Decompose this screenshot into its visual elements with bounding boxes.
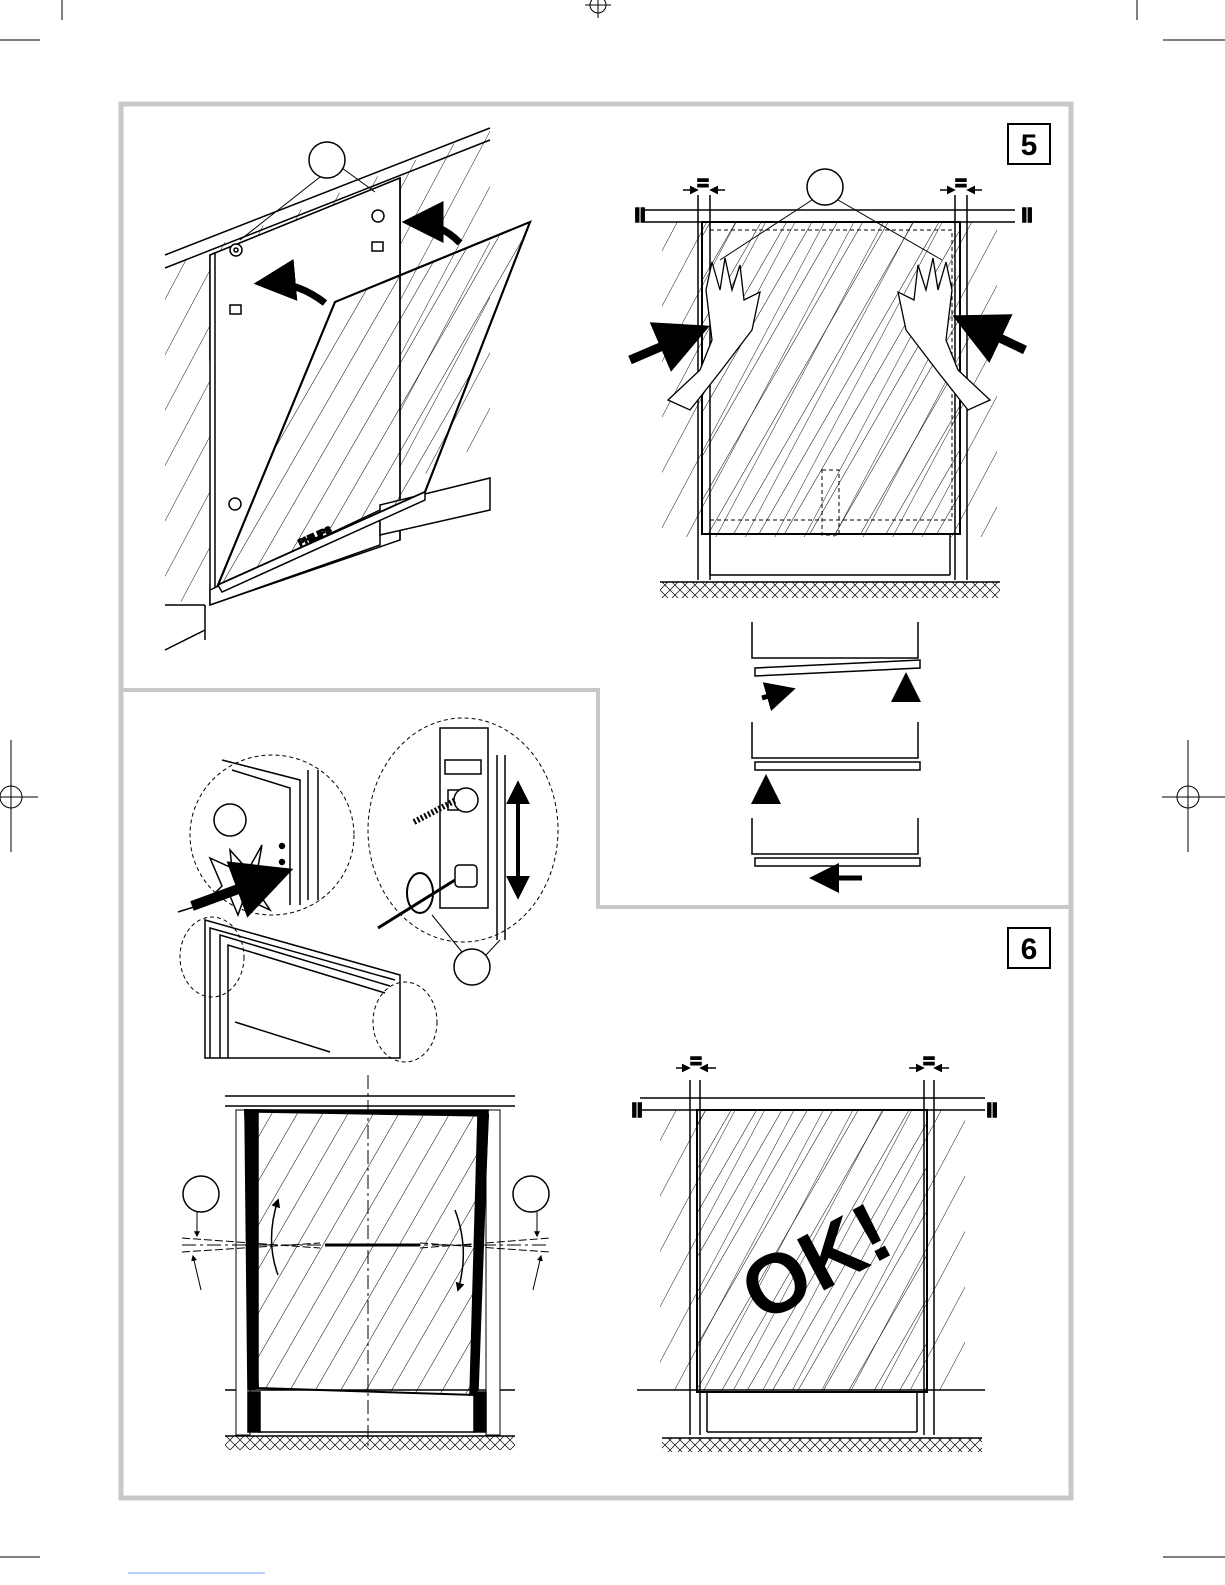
step-5-label: 5 xyxy=(1021,129,1038,162)
arrow-icon xyxy=(762,690,790,698)
callout-circle xyxy=(807,169,843,205)
callout-circle xyxy=(454,949,490,985)
callout-circle xyxy=(513,1176,549,1212)
perspective-door-hanging: PHILIPS xyxy=(165,128,530,650)
parallel-marker-right: II xyxy=(1021,205,1032,227)
parallel-marker-left: II xyxy=(634,205,645,227)
aligned-door-result: = = II II OK! xyxy=(631,1051,997,1452)
step-5-badge: 5 xyxy=(1008,124,1050,164)
foot-adjustment-details xyxy=(752,622,920,878)
equal-marker-right: = xyxy=(923,1051,935,1073)
door-tilt-correction xyxy=(182,1075,550,1450)
step-6-badge: 6 xyxy=(1008,928,1050,968)
step-6-label: 6 xyxy=(1021,933,1038,966)
hinge-detail xyxy=(178,718,558,1062)
equal-marker-left: = xyxy=(690,1051,702,1073)
callout-circle xyxy=(183,1176,219,1212)
callout-circle xyxy=(309,142,345,178)
parallel-marker-right: II xyxy=(986,1100,997,1122)
equal-marker-left: = xyxy=(697,173,709,195)
equal-marker-right: = xyxy=(955,173,967,195)
front-view-alignment: = = II II xyxy=(630,169,1033,598)
parallel-marker-left: II xyxy=(631,1100,642,1122)
